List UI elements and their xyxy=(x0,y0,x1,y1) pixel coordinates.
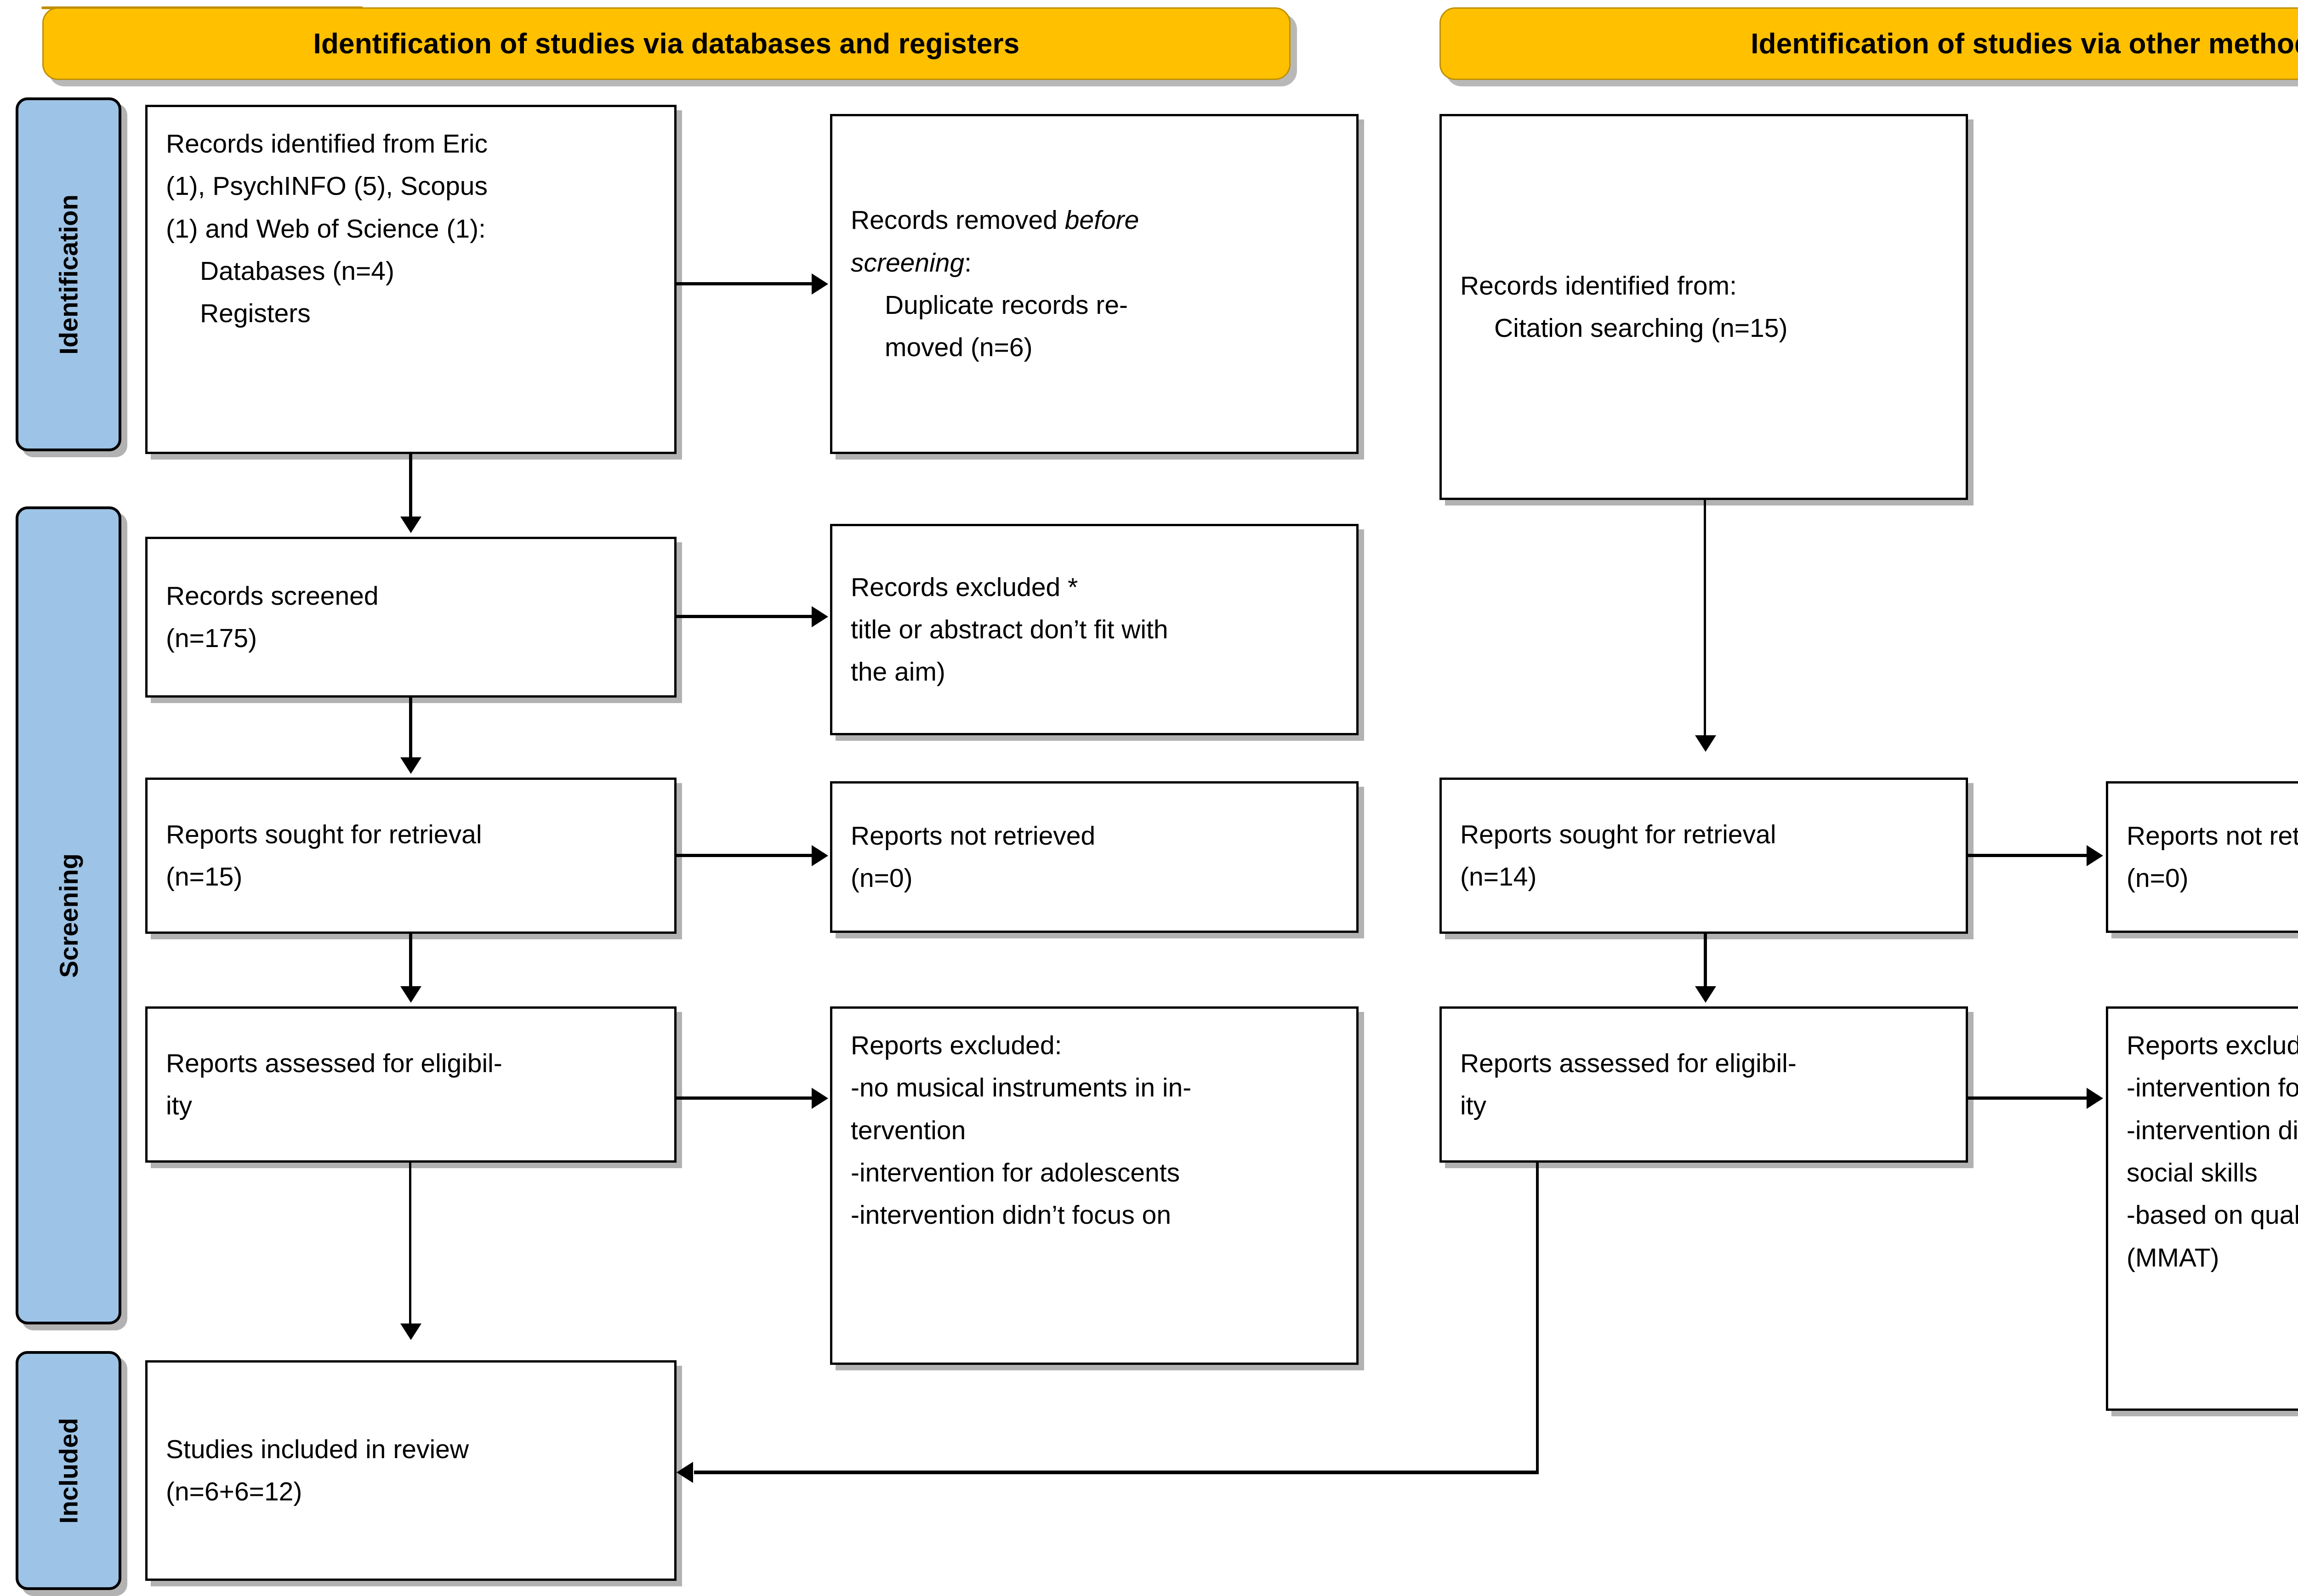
reports-assessed-db-line-1: Reports assessed for eligibil- xyxy=(166,1048,502,1078)
arrowhead-sought-to-assessed-db xyxy=(400,986,421,1003)
connector-assessed-to-excluded-db xyxy=(677,1096,812,1100)
phase-label-screening: Screening xyxy=(54,853,83,978)
connector-identified-to-screened xyxy=(409,454,412,519)
reports-excluded-db-reason-3: -intervention didn’t focus on xyxy=(851,1200,1172,1230)
reports-sought-other-count: (n=14) xyxy=(1460,862,1537,892)
arrowhead-assessed-to-excluded-db xyxy=(812,1088,828,1109)
connector-sought-to-not-retrieved-other xyxy=(1968,854,2087,857)
reports-not-retrieved-db-label: Reports not retrieved xyxy=(851,821,1096,851)
box-reports-assessed-other-methods: Reports assessed for eligibil- ity xyxy=(1439,1006,1968,1163)
duplicate-records-removed-line-1: Duplicate records re- xyxy=(885,290,1128,320)
records-identified-line-3: (1) and Web of Science (1): xyxy=(166,214,486,244)
reports-excluded-db-reason-1b: tervention xyxy=(851,1115,966,1145)
reports-sought-db-count: (n=15) xyxy=(166,862,243,892)
records-removed-colon: : xyxy=(964,248,972,278)
reports-assessed-other-line-1: Reports assessed for eligibil- xyxy=(1460,1048,1797,1078)
records-excluded-reason-2: the aim) xyxy=(851,657,945,687)
records-identified-registers: Registers xyxy=(200,299,311,329)
box-reports-excluded-databases: Reports excluded: -no musical instrument… xyxy=(830,1006,1359,1365)
connector-other-elbow-horizontal xyxy=(694,1471,1539,1474)
reports-excluded-other-reason-3b: (MMAT) xyxy=(2127,1243,2219,1272)
records-identified-databases-count: Databases (n=4) xyxy=(200,256,394,286)
arrowhead-screened-to-excluded xyxy=(812,606,828,627)
banner-databases-label: Identification of studies via databases … xyxy=(313,28,1020,60)
records-removed-prefix: Records removed xyxy=(851,205,1065,235)
connector-sought-to-not-retrieved-db xyxy=(677,854,812,857)
box-records-removed-before-screening: Records removed before screening: Duplic… xyxy=(830,114,1359,454)
arrowhead-identified-to-screened xyxy=(400,517,421,533)
banner-identification-databases: Identification of studies via databases … xyxy=(42,7,1291,80)
arrowhead-sought-to-assessed-other xyxy=(1695,986,1716,1003)
reports-excluded-db-reason-1a: -no musical instruments in in- xyxy=(851,1073,1192,1103)
box-records-identified-other-methods: Records identified from: Citation search… xyxy=(1439,114,1968,500)
box-studies-included-in-review: Studies included in review (n=6+6=12) xyxy=(145,1360,677,1581)
records-screened-count: (n=175) xyxy=(166,624,257,653)
box-reports-sought-databases: Reports sought for retrieval (n=15) xyxy=(145,778,677,934)
box-reports-sought-other-methods: Reports sought for retrieval (n=14) xyxy=(1439,778,1968,934)
arrowhead-sought-to-not-retrieved-other xyxy=(2087,845,2103,866)
reports-not-retrieved-db-count: (n=0) xyxy=(851,863,913,893)
reports-excluded-other-reason-3a: -based on quality appraisal xyxy=(2127,1200,2298,1230)
records-removed-italic-screening: screening xyxy=(851,248,965,278)
arrowhead-assessed-to-studies-included xyxy=(400,1323,421,1340)
reports-excluded-db-label: Reports excluded: xyxy=(851,1031,1062,1060)
arrowhead-assessed-to-excluded-other xyxy=(2087,1088,2103,1109)
reports-excluded-db-reason-2: -intervention for adolescents xyxy=(851,1158,1180,1187)
reports-excluded-other-reason-2a: -intervention didn’t focus on xyxy=(2127,1115,2298,1145)
phase-tab-identification: Identification xyxy=(16,97,121,451)
records-removed-italic-before: before xyxy=(1064,205,1139,235)
phase-label-included: Included xyxy=(54,1417,83,1524)
records-removed-line-1: Records removed before xyxy=(851,199,1338,241)
records-identified-line-1: Records identified from Eric xyxy=(166,129,488,159)
arrowhead-screened-to-reports-sought xyxy=(400,757,421,774)
records-removed-line-2: screening: xyxy=(851,242,1338,284)
reports-excluded-other-reason-1: -intervention for adolescents xyxy=(2127,1073,2298,1103)
connector-assessed-to-excluded-other xyxy=(1968,1096,2087,1100)
box-records-identified-databases: Records identified from Eric (1), PsychI… xyxy=(145,105,677,454)
reports-assessed-other-line-2: ity xyxy=(1460,1091,1486,1120)
reports-assessed-db-line-2: ity xyxy=(166,1091,192,1120)
connector-other-elbow-vertical xyxy=(1536,1163,1539,1473)
records-screened-label: Records screened xyxy=(166,581,379,611)
records-identified-other-label: Records identified from: xyxy=(1460,271,1737,301)
reports-excluded-other-label: Reports excluded: xyxy=(2127,1031,2298,1060)
phase-tab-included: Included xyxy=(16,1351,121,1590)
connector-identified-other-to-sought-other xyxy=(1704,500,1706,735)
arrowhead-other-to-studies-included xyxy=(677,1462,693,1483)
reports-sought-other-label: Reports sought for retrieval xyxy=(1460,819,1776,849)
arrowhead-identified-to-removed xyxy=(812,273,828,295)
box-reports-not-retrieved-other-methods: Reports not retrieved (n=0) xyxy=(2106,781,2298,933)
connector-screened-to-reports-sought xyxy=(409,698,412,757)
box-records-screened: Records screened (n=175) xyxy=(145,537,677,698)
banner-other-label: Identification of studies via other meth… xyxy=(1751,28,2298,60)
connector-identified-to-removed xyxy=(677,282,812,285)
studies-included-label: Studies included in review xyxy=(166,1434,469,1464)
duplicate-records-removed-line-2: moved (n=6) xyxy=(885,333,1033,363)
records-identified-line-2: (1), PsychINFO (5), Scopus xyxy=(166,171,488,201)
connector-sought-to-assessed-other xyxy=(1704,934,1707,986)
phase-label-identification: Identification xyxy=(54,194,83,355)
connector-screened-to-excluded xyxy=(677,615,812,618)
box-reports-excluded-other-methods: Reports excluded: -intervention for adol… xyxy=(2106,1006,2298,1411)
reports-not-retrieved-other-count: (n=0) xyxy=(2127,863,2189,893)
banner-identification-other: Identification of studies via other meth… xyxy=(1439,7,2298,80)
reports-sought-db-label: Reports sought for retrieval xyxy=(166,819,482,849)
box-reports-assessed-databases: Reports assessed for eligibil- ity xyxy=(145,1006,677,1163)
reports-not-retrieved-other-label: Reports not retrieved xyxy=(2127,821,2298,851)
reports-excluded-other-reason-2b: social skills xyxy=(2127,1158,2258,1187)
records-excluded-label: Records excluded * xyxy=(851,572,1078,602)
arrowhead-sought-to-not-retrieved-db xyxy=(812,845,828,866)
phase-tab-screening: Screening xyxy=(16,506,121,1324)
box-reports-not-retrieved-databases: Reports not retrieved (n=0) xyxy=(830,781,1359,933)
citation-searching-count: Citation searching (n=15) xyxy=(1494,313,1788,343)
records-excluded-reason-1: title or abstract don’t fit with xyxy=(851,614,1168,644)
studies-included-count: (n=6+6=12) xyxy=(166,1477,302,1506)
connector-sought-to-assessed-db xyxy=(409,934,412,986)
arrowhead-identified-other-to-sought-other xyxy=(1695,735,1716,752)
connector-assessed-to-studies-included xyxy=(409,1163,411,1323)
box-records-excluded: Records excluded * title or abstract don… xyxy=(830,524,1359,735)
